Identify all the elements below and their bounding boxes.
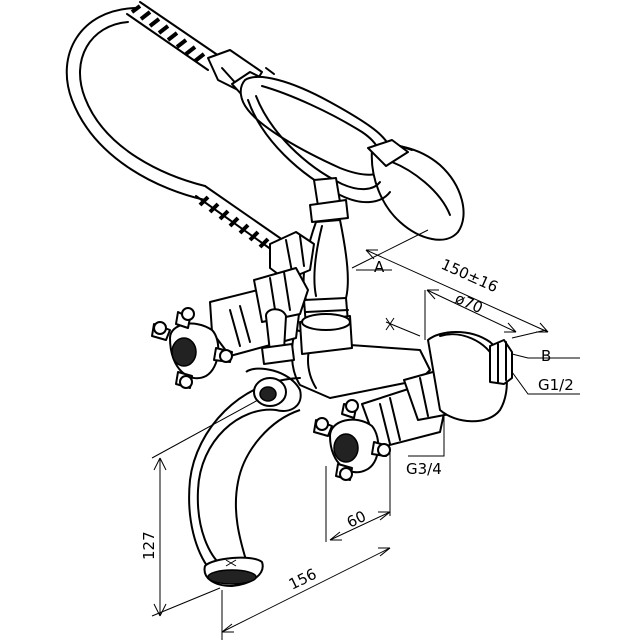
left-cross-handle xyxy=(151,307,233,389)
label-b: B xyxy=(541,347,551,365)
left-valve-body xyxy=(209,267,309,357)
label-g12: G1/2 xyxy=(538,376,574,394)
dim-height: 127 xyxy=(140,531,158,560)
dim-spout-depth: 60 xyxy=(344,507,369,532)
dim-width-ab: 150±16 xyxy=(438,255,500,296)
shower-hose xyxy=(65,1,281,251)
label-g34: G3/4 xyxy=(406,460,442,478)
label-a: A xyxy=(374,258,385,276)
wall-connector-rosette xyxy=(427,331,513,423)
spout xyxy=(188,367,302,587)
mixer-body xyxy=(290,313,431,399)
hand-shower xyxy=(207,49,465,241)
hose-lower-ribbed-end xyxy=(195,185,281,251)
diverter-lever xyxy=(261,308,295,365)
dim-spout-length: 156 xyxy=(286,565,320,594)
hose-connection-nut xyxy=(269,231,315,281)
right-cross-handle xyxy=(313,399,391,481)
dimension-lines xyxy=(151,229,580,640)
dim-diameter: ø70 xyxy=(452,289,485,317)
hose-upper-ribbed-end xyxy=(126,1,223,71)
